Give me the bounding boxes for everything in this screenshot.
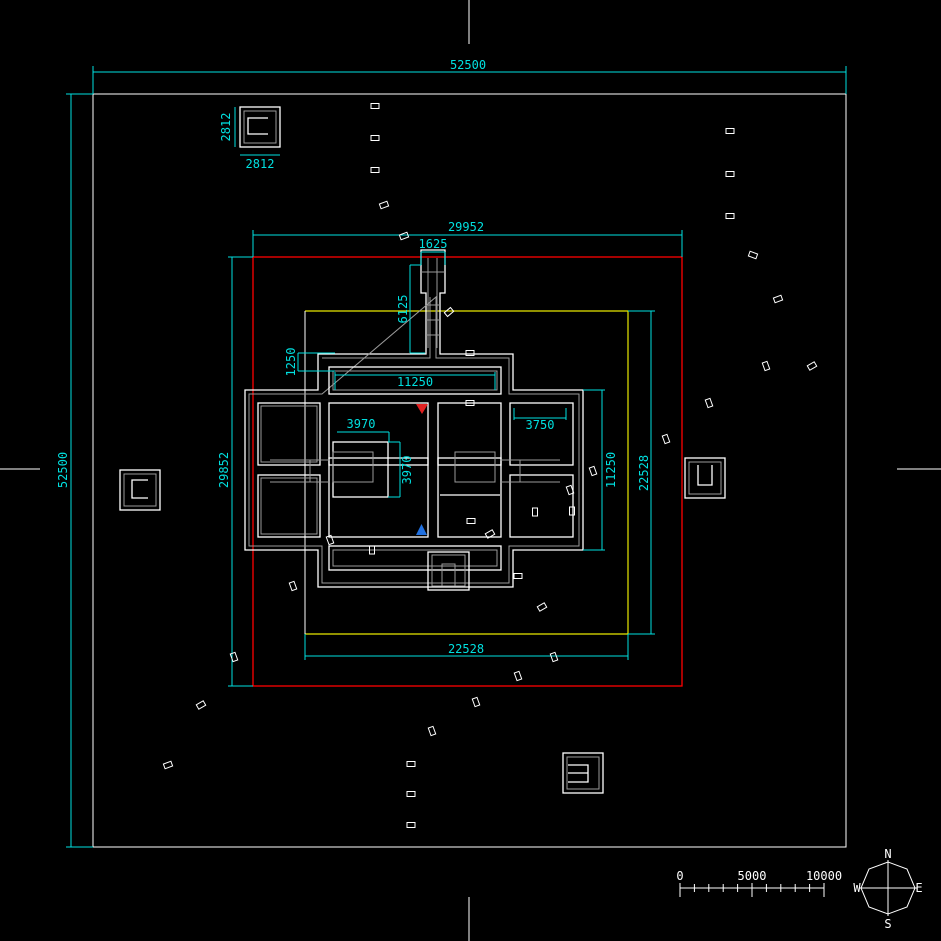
corridor-length-label: 11250 bbox=[397, 375, 433, 389]
site-marker bbox=[406, 761, 416, 767]
site-marker bbox=[370, 167, 380, 173]
site-marker bbox=[569, 506, 575, 516]
yellow-height-dimension: 22528 bbox=[628, 310, 655, 635]
site-marker bbox=[471, 696, 481, 708]
corner-square-bottom bbox=[562, 752, 604, 794]
compass-icon: N S W E bbox=[853, 847, 922, 931]
site-marker bbox=[370, 135, 380, 141]
site-marker bbox=[549, 651, 559, 663]
site-marker bbox=[661, 433, 671, 445]
site-marker bbox=[761, 360, 771, 372]
blue-marker-icon bbox=[416, 524, 427, 535]
site-marker bbox=[466, 518, 476, 524]
room-height-dimension: 3970 bbox=[388, 441, 414, 498]
yellow-width-dimension: 22528 bbox=[304, 634, 629, 660]
site-marker bbox=[406, 822, 416, 828]
side-room-dimension: 3750 bbox=[513, 408, 567, 432]
site-marker bbox=[370, 103, 380, 109]
site-marker bbox=[536, 602, 548, 612]
site-marker bbox=[725, 213, 735, 219]
building-plan bbox=[244, 249, 584, 591]
site-marker bbox=[162, 760, 174, 770]
corner-square-tl: 2812 2812 bbox=[219, 106, 281, 171]
compass-south: S bbox=[884, 917, 891, 931]
red-boundary bbox=[252, 256, 683, 687]
site-marker bbox=[565, 484, 575, 496]
site-marker bbox=[513, 573, 523, 579]
site-marker bbox=[398, 231, 410, 241]
site-marker bbox=[443, 306, 455, 318]
stem-width-label: 1625 bbox=[419, 237, 448, 251]
square-height-label: 2812 bbox=[219, 113, 233, 142]
yellow-boundary bbox=[305, 310, 629, 635]
compass-east: E bbox=[915, 881, 922, 895]
corridor-dimension: 11250 bbox=[334, 372, 496, 390]
site-marker bbox=[229, 651, 239, 663]
yellow-height-label: 22528 bbox=[637, 455, 651, 491]
red-width-dimension: 29952 bbox=[252, 220, 683, 257]
scattered-markers bbox=[162, 103, 818, 828]
core-height-label: 11250 bbox=[604, 452, 618, 488]
stem-length-label: 6125 bbox=[396, 295, 410, 324]
scale-label-0: 0 bbox=[676, 869, 683, 883]
scale-bar: 0 5000 10000 bbox=[676, 869, 842, 897]
red-marker-icon bbox=[416, 404, 428, 414]
wing-offset-dimension: 1250 bbox=[284, 348, 335, 377]
site-marker bbox=[725, 171, 735, 177]
site-marker bbox=[513, 670, 523, 682]
site-marker bbox=[772, 294, 784, 304]
red-height-dimension: 29852 bbox=[217, 256, 253, 687]
site-marker bbox=[484, 529, 496, 539]
square-width-label: 2812 bbox=[246, 157, 275, 171]
compass-north: N bbox=[884, 847, 891, 861]
side-room-width-label: 3750 bbox=[526, 418, 555, 432]
room-width-dimension: 3970 bbox=[337, 417, 390, 442]
site-boundary bbox=[92, 93, 847, 848]
site-marker bbox=[725, 128, 735, 134]
corner-square-left bbox=[119, 469, 161, 511]
site-marker bbox=[532, 507, 538, 517]
site-marker bbox=[288, 580, 298, 592]
yellow-width-label: 22528 bbox=[448, 642, 484, 656]
room-height-label: 3970 bbox=[400, 456, 414, 485]
red-width-label: 29952 bbox=[448, 220, 484, 234]
core-height-dimension: 11250 bbox=[583, 389, 618, 551]
scale-label-10000: 10000 bbox=[806, 869, 842, 883]
site-marker bbox=[704, 397, 714, 409]
site-height-label: 52500 bbox=[56, 452, 70, 488]
site-width-label: 52500 bbox=[450, 58, 486, 72]
site-marker bbox=[588, 465, 598, 477]
site-marker bbox=[806, 361, 818, 371]
site-marker bbox=[195, 700, 207, 710]
scale-label-5000: 5000 bbox=[738, 869, 767, 883]
site-marker bbox=[427, 725, 437, 737]
site-width-dimension: 52500 bbox=[92, 58, 847, 94]
site-marker bbox=[369, 545, 375, 555]
site-height-dimension: 52500 bbox=[56, 93, 93, 848]
wing-offset-label: 1250 bbox=[284, 348, 298, 377]
room-width-label: 3970 bbox=[347, 417, 376, 431]
corner-square-right bbox=[684, 457, 726, 499]
site-marker bbox=[465, 350, 475, 356]
site-marker bbox=[747, 250, 759, 260]
red-height-label: 29852 bbox=[217, 452, 231, 488]
compass-west: W bbox=[853, 881, 861, 895]
site-marker bbox=[378, 200, 390, 210]
site-marker bbox=[325, 534, 335, 546]
site-marker bbox=[406, 791, 416, 797]
stem-length-dimension: 6125 bbox=[396, 264, 425, 354]
stem-width-dimension: 1625 bbox=[419, 237, 448, 265]
site-marker bbox=[465, 400, 475, 406]
